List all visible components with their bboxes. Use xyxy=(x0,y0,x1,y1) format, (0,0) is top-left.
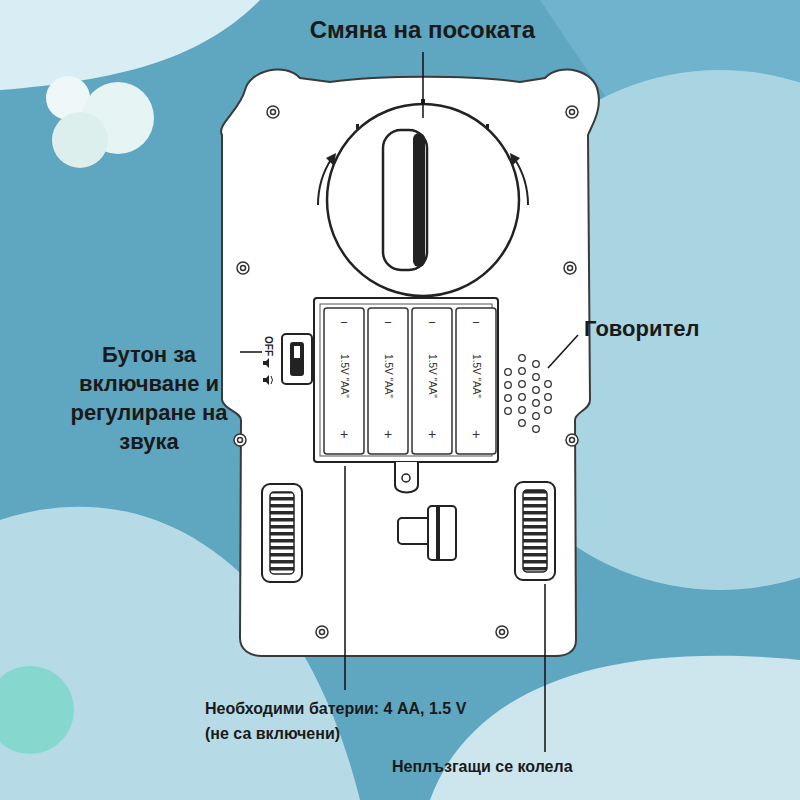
leader-line xyxy=(548,335,578,368)
switch-label: OFF xyxy=(263,336,273,356)
battery-label: 1.5V "AA" xyxy=(471,354,481,398)
polarity-mark: + xyxy=(384,427,392,441)
callout-label: Необходими батерии: 4 AA, 1.5 V (не са в… xyxy=(205,697,475,747)
battery-label: 1.5V "AA" xyxy=(427,354,437,398)
speaker-grille xyxy=(505,355,552,433)
screws xyxy=(234,106,578,638)
leader-line xyxy=(544,584,546,752)
callout-label: Смяна на посоката xyxy=(250,16,595,45)
polarity-mark: + xyxy=(472,427,480,441)
leader-line xyxy=(344,466,346,690)
battery-label: 1.5V "AA" xyxy=(383,354,393,398)
toy-body xyxy=(221,69,599,656)
callout-label: Бутон за включване и регулиране на звука xyxy=(58,340,240,456)
direction-dial xyxy=(318,99,528,296)
polarity-mark: − xyxy=(428,316,436,329)
polarity-mark: − xyxy=(384,316,392,329)
polarity-mark: − xyxy=(472,316,480,329)
power-switch xyxy=(240,334,312,385)
wheels xyxy=(262,482,555,582)
ball xyxy=(0,666,74,754)
background-shape xyxy=(430,656,800,800)
battery-compartment xyxy=(314,298,498,493)
callout-label: Говорител xyxy=(584,316,784,342)
ball xyxy=(52,112,108,168)
callout-label: Неплъзгащи се колела xyxy=(392,757,692,776)
polarity-mark: + xyxy=(340,427,348,441)
leader-line xyxy=(422,52,424,118)
battery-label: 1.5V "AA" xyxy=(339,354,349,398)
background-shape xyxy=(0,0,260,90)
polarity-mark: − xyxy=(340,316,348,329)
polarity-mark: + xyxy=(428,427,436,441)
